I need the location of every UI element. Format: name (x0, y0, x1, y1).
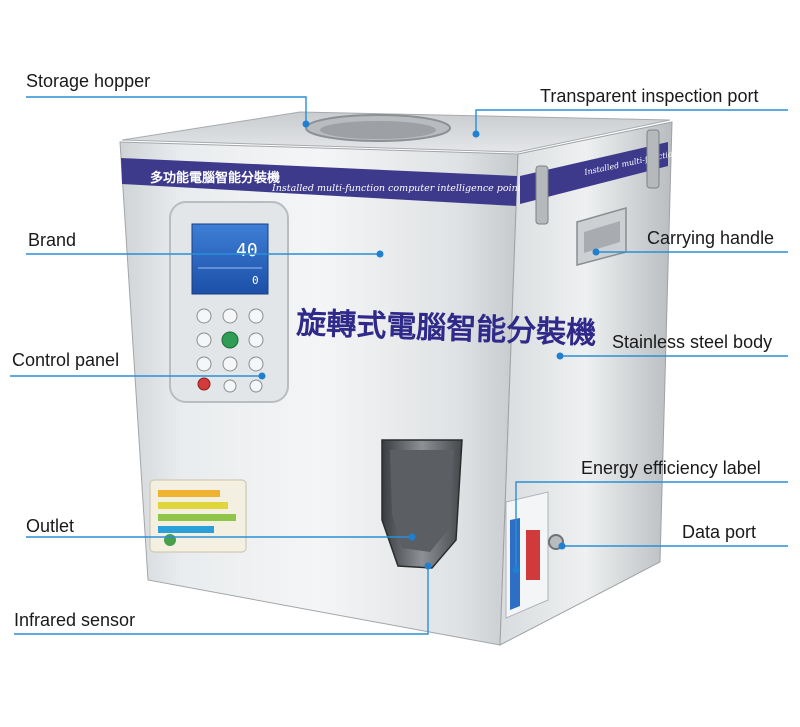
lcd-small-value: 0 (252, 274, 259, 287)
callout-energy-label (515, 481, 788, 568)
label-control-panel: Control panel (12, 350, 120, 370)
lcd-screen (191, 223, 269, 295)
label-inspection-port: Transparent inspection port (540, 86, 759, 106)
callout-infrared-sensor (14, 566, 429, 635)
label-storage-hopper: Storage hopper (26, 71, 151, 91)
energy-efficiency-label (505, 491, 549, 619)
latch-right (646, 129, 660, 189)
brand-strip (121, 158, 517, 206)
brand-strip-en-text: Installed multi-function computer intell… (271, 183, 527, 194)
callout-dots (258, 120, 600, 574)
brand-strip-cn-text: 多功能電腦智能分裝機 (150, 170, 280, 186)
label-data-port: Data port (682, 522, 757, 542)
efficiency-sticker-front (149, 479, 247, 553)
label-outlet: Outlet (26, 516, 75, 536)
label-stainless-body: Stainless steel body (612, 332, 773, 352)
label-energy-label: Energy efficiency label (581, 458, 761, 478)
callout-lines (10, 96, 788, 635)
callout-storage-hopper (26, 96, 307, 122)
label-brand: Brand (28, 230, 77, 250)
callout-inspection-port (475, 109, 788, 132)
label-infrared-sensor: Infrared sensor (14, 610, 136, 630)
latch-left (535, 165, 549, 225)
label-carrying-handle: Carrying handle (647, 228, 775, 248)
control-buttons (196, 308, 264, 393)
side-brand-strip (520, 142, 668, 204)
lcd-main-value: 40 (236, 240, 258, 261)
